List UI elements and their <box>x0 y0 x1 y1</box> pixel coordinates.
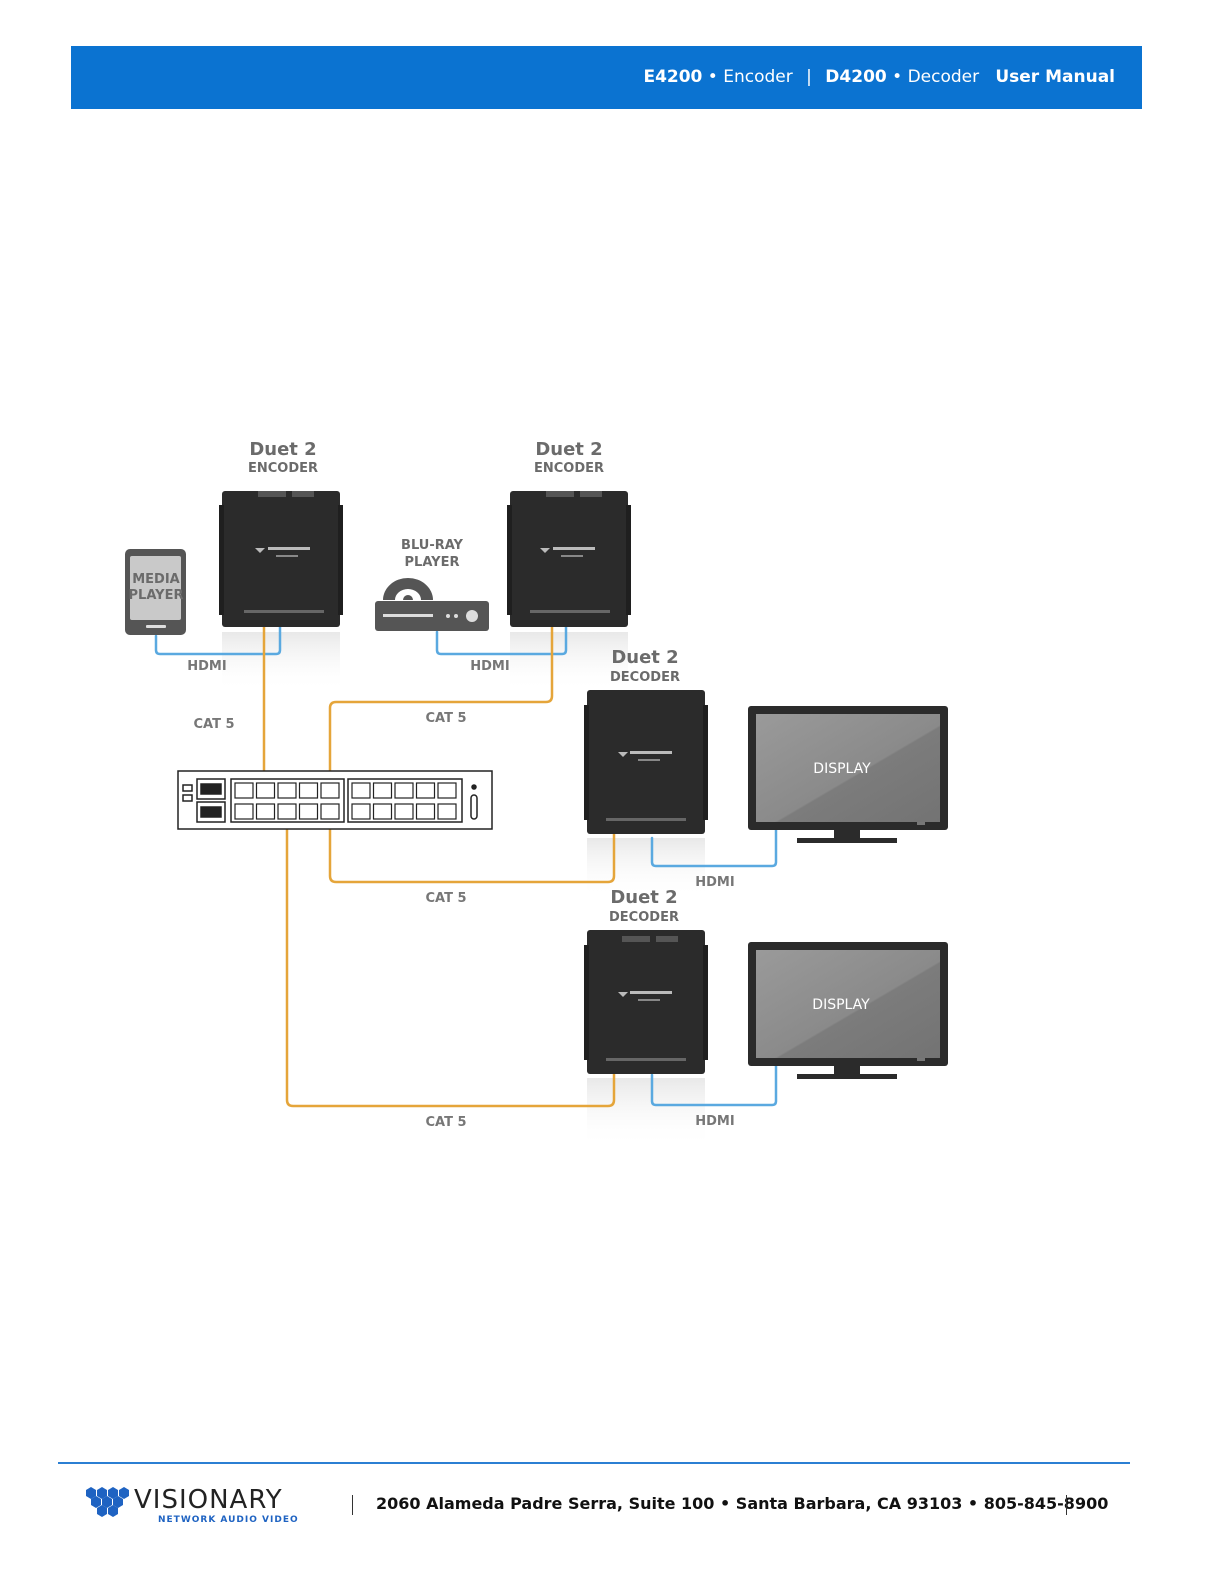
label-cat5-decoder2: CAT 5 <box>425 1115 466 1130</box>
footer-brand: VISIONARY <box>134 1485 283 1515</box>
bullet-b: • <box>892 67 903 87</box>
label-cat5-encoder1: CAT 5 <box>193 717 234 732</box>
encoder2-name: Duet 2 <box>535 439 602 460</box>
switch-port <box>415 782 436 799</box>
bluray-player-device <box>375 578 489 631</box>
hdmi-cable-media <box>154 616 282 656</box>
decoder1-reflection <box>587 838 705 898</box>
label-cat5-decoder1: CAT 5 <box>425 891 466 906</box>
cat5-cable-decoder2 <box>285 810 616 1108</box>
switch-port <box>255 782 276 799</box>
decoder2-name: Duet 2 <box>610 887 677 908</box>
switch-port <box>255 803 276 820</box>
hdmi-cable-display2 <box>650 1063 778 1107</box>
encoder1-device <box>219 491 343 627</box>
decoder1-device <box>584 690 708 834</box>
switch-port <box>320 782 340 799</box>
display2-label: DISPLAY <box>812 997 870 1013</box>
encoder2-reflection <box>510 632 628 692</box>
cat5-cable-decoder1 <box>328 810 616 884</box>
footer-address: 2060 Alameda Padre Serra, Suite 100 • Sa… <box>376 1494 1109 1513</box>
switch-port <box>415 803 436 820</box>
switch-port <box>298 803 319 820</box>
switch-port <box>372 803 393 820</box>
model-a: E4200 <box>643 67 703 87</box>
switch-port <box>394 782 414 799</box>
bluray-line1: BLU-RAY <box>401 538 464 553</box>
display1-label: DISPLAY <box>813 761 871 777</box>
media-player-line1: MEDIA <box>132 572 180 587</box>
label-hdmi-media: HDMI <box>187 659 226 674</box>
hdmi-cables <box>154 616 778 1107</box>
switch-port <box>394 803 414 820</box>
display2-device <box>748 942 948 1079</box>
label-hdmi-bluray: HDMI <box>470 659 509 674</box>
footer-rule <box>58 1462 1130 1464</box>
switch-port <box>234 803 254 820</box>
switch-port <box>320 803 340 820</box>
decoder2-reflection <box>587 1078 705 1148</box>
switch-ports <box>234 782 457 820</box>
encoder2-role: ENCODER <box>534 461 604 476</box>
header-separator: | <box>806 67 812 87</box>
decoder1-role: DECODER <box>610 670 680 685</box>
switch-port <box>437 782 457 799</box>
footer-divider-right <box>1066 1495 1067 1515</box>
hdmi-cable-bluray <box>435 616 568 656</box>
manual-title: User Manual <box>995 67 1115 87</box>
media-player-device <box>125 549 186 635</box>
switch-port <box>372 782 393 799</box>
header-title: E4200 • Encoder | D4200 • Decoder User M… <box>643 67 1115 87</box>
hexagon-logo-icon <box>86 1487 129 1517</box>
cat5-cable-encoder2 <box>328 616 554 792</box>
switch-port <box>351 782 371 799</box>
media-player-line2: PLAYER <box>129 588 184 603</box>
switch-port <box>277 803 297 820</box>
switch-port <box>298 782 319 799</box>
network-switch <box>177 770 493 830</box>
encoder1-name: Duet 2 <box>249 439 316 460</box>
decoder2-role: DECODER <box>609 910 679 925</box>
encoder1-role: ENCODER <box>248 461 318 476</box>
switch-port <box>351 803 371 820</box>
switch-port <box>234 782 254 799</box>
decoder2-device <box>584 930 708 1074</box>
label-hdmi-display2: HDMI <box>695 1114 734 1129</box>
hdmi-cable-display1 <box>650 826 778 868</box>
type-a: Encoder <box>723 67 793 87</box>
bullet-a: • <box>707 67 718 87</box>
model-b: D4200 <box>825 67 887 87</box>
footer-logo: VISIONARY NETWORK AUDIO VIDEO <box>86 1485 299 1525</box>
footer-tagline: NETWORK AUDIO VIDEO <box>158 1515 299 1525</box>
bluray-line2: PLAYER <box>405 555 460 570</box>
switch-port <box>437 803 457 820</box>
switch-port <box>277 782 297 799</box>
type-b: Decoder <box>907 67 980 87</box>
footer-divider-left <box>352 1495 353 1515</box>
encoder2-device <box>507 491 631 627</box>
page-header: E4200 • Encoder | D4200 • Decoder User M… <box>71 46 1142 109</box>
label-hdmi-display1: HDMI <box>695 875 734 890</box>
decoder1-name: Duet 2 <box>611 647 678 668</box>
cat5-cables <box>262 616 616 1108</box>
label-cat5-encoder2: CAT 5 <box>425 711 466 726</box>
display1-device <box>748 706 948 843</box>
